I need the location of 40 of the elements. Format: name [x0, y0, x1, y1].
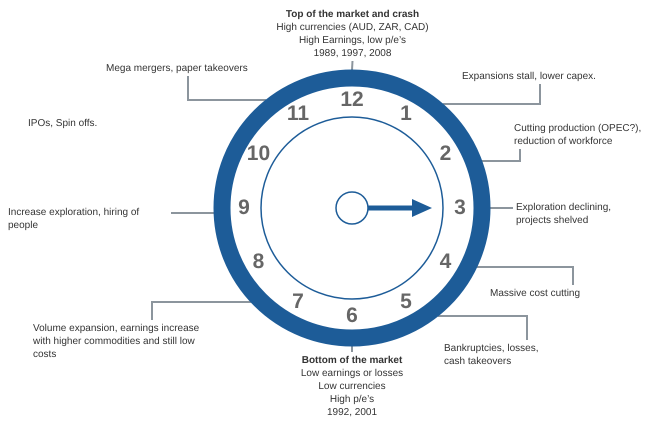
- annotation-text: Low currencies: [317, 380, 387, 393]
- clock-numeral: 3: [453, 197, 467, 219]
- heading: Bottom of the market: [300, 354, 404, 367]
- leader-line: [476, 266, 574, 285]
- annotation-text: High p/e’s: [328, 393, 376, 406]
- annotation: Mega mergers, paper takeovers: [106, 62, 296, 75]
- clock-numeral: 8: [252, 251, 266, 273]
- clock-numeral: 7: [291, 290, 305, 313]
- annotation-text: High Earnings, low p/e’s: [298, 34, 408, 47]
- annotation: Massive cost cutting: [490, 287, 610, 300]
- leader-line: [187, 76, 266, 101]
- leader-line: [490, 207, 513, 209]
- leader-line: [482, 149, 521, 162]
- clock-numeral: 10: [246, 143, 272, 165]
- clock-numeral: 2: [438, 143, 452, 165]
- annotation-text: 1989, 1997, 2008: [312, 47, 392, 60]
- annotation: Increase exploration, hiring of people: [8, 206, 168, 232]
- clock-numeral: 9: [237, 197, 251, 219]
- clock-numeral: 4: [438, 251, 452, 273]
- leader-line: [171, 212, 214, 214]
- annotation: Cutting production (OPEC?), reduction of workforce: [514, 122, 644, 148]
- clock-numeral: 1: [399, 103, 413, 126]
- annotation: Expansions stall, lower capex.: [462, 70, 632, 83]
- annotation: Bankruptcies, losses, cash takeovers: [444, 342, 559, 368]
- annotation: IPOs, Spin offs.: [28, 117, 198, 130]
- leader-line: [438, 315, 528, 340]
- leader-line: [442, 84, 541, 105]
- annotation: Volume expansion, earnings increase with higher commodities and still low costs: [33, 322, 203, 361]
- leader-line: [151, 301, 251, 320]
- heading: Top of the market and crash: [284, 8, 420, 21]
- leader-line: [351, 60, 354, 70]
- annotation-text: High currencies (AUD, ZAR, CAD): [275, 21, 430, 34]
- annotation-text: Low earnings or losses: [300, 367, 404, 380]
- annotation-text: 1992, 2001: [326, 406, 378, 419]
- clock-numeral: 12: [339, 89, 365, 111]
- clock-numeral: 5: [399, 290, 413, 313]
- annotation: Exploration declining, projects shelved: [516, 201, 636, 227]
- leader-line: [351, 346, 353, 352]
- clock-numeral: 11: [286, 103, 310, 126]
- clock-numeral: 6: [345, 305, 359, 327]
